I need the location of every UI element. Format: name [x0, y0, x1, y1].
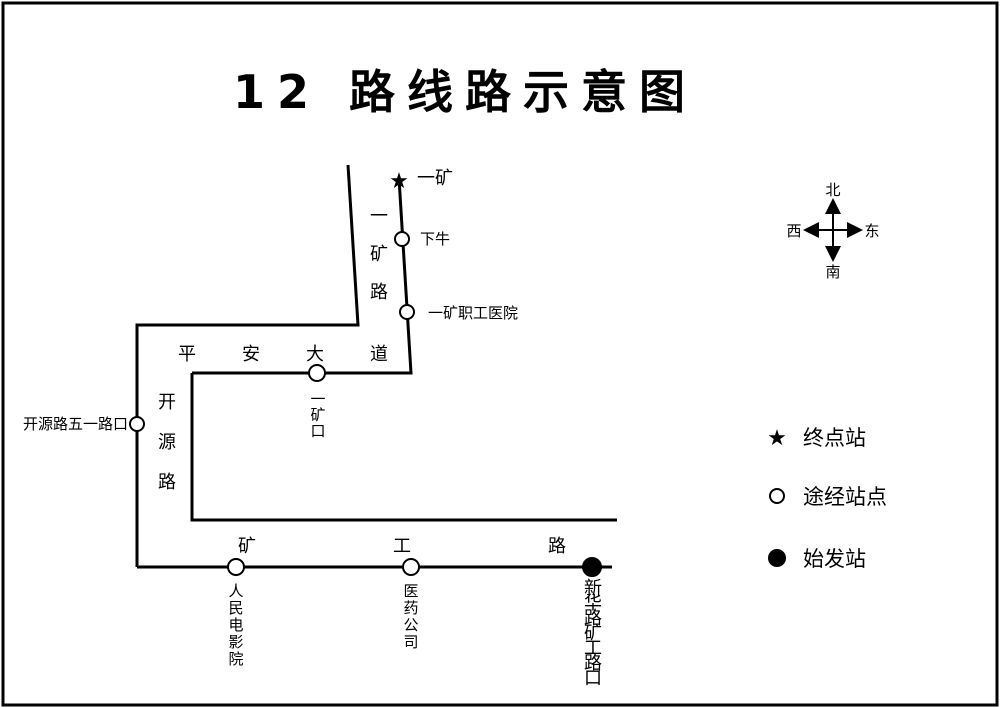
legend-star-icon: ★ [767, 426, 787, 451]
road-label-kuanggong-lu: 矿工路 [238, 536, 566, 557]
map-title: 12 路线路示意图 [233, 65, 697, 119]
stop-label-yikuang-terminal: 一矿 [417, 168, 453, 189]
stop-label-xianiu: 下牛 [420, 230, 450, 248]
road-outline-west [135, 164, 360, 567]
stop-label-xinhua-kuanggong: 新华路矿工路口 [584, 578, 602, 689]
stop-renmin-cinema [227, 558, 245, 576]
stop-xinhua-kuanggong [582, 557, 602, 577]
svg-text:开源路: 开源路 [158, 392, 176, 493]
stop-label-kaiyuan-wuyi: 开源路五一路口 [23, 415, 128, 433]
legend-origin-icon [768, 549, 786, 567]
road-label-kaiyuan-lu: 开源路 [158, 392, 176, 493]
svg-text:矿工路: 矿工路 [238, 536, 566, 557]
road-outline-inner [190, 373, 617, 522]
stop-label-renmin-cinema: 人民电影院 [228, 582, 243, 668]
legend-terminal-label: 终点站 [803, 426, 866, 450]
stop-label-yiyao-gongsi: 医药公司 [403, 582, 418, 651]
compass: 北 南 西 东 [786, 181, 879, 281]
legend-origin-label: 始发站 [803, 547, 866, 571]
stop-yikuang-hospital [399, 304, 415, 320]
stop-label-yikuang-kou: 一矿口 [310, 390, 325, 440]
compass-east-label: 东 [864, 222, 879, 240]
stop-yikuang-kou [308, 364, 326, 382]
svg-text:一矿路: 一矿路 [370, 206, 388, 303]
stop-kaiyuan-wuyi [129, 416, 145, 432]
legend-via-label: 途经站点 [803, 485, 887, 509]
compass-south-label: 南 [825, 263, 840, 281]
road-label-pingan-dadao: 平安大道 [178, 344, 388, 365]
stop-label-yikuang-hospital: 一矿职工医院 [428, 304, 518, 322]
legend-via-icon [769, 488, 785, 504]
road-label-yikuang-lu: 一矿路 [370, 206, 388, 303]
terminal-star-icon: ★ [389, 169, 409, 194]
legend: ★ 终点站 途经站点 始发站 [767, 426, 887, 571]
compass-west-label: 西 [786, 222, 801, 240]
stop-yiyao-gongsi [402, 558, 420, 576]
stop-xianiu [394, 231, 410, 247]
compass-north-label: 北 [825, 181, 840, 199]
